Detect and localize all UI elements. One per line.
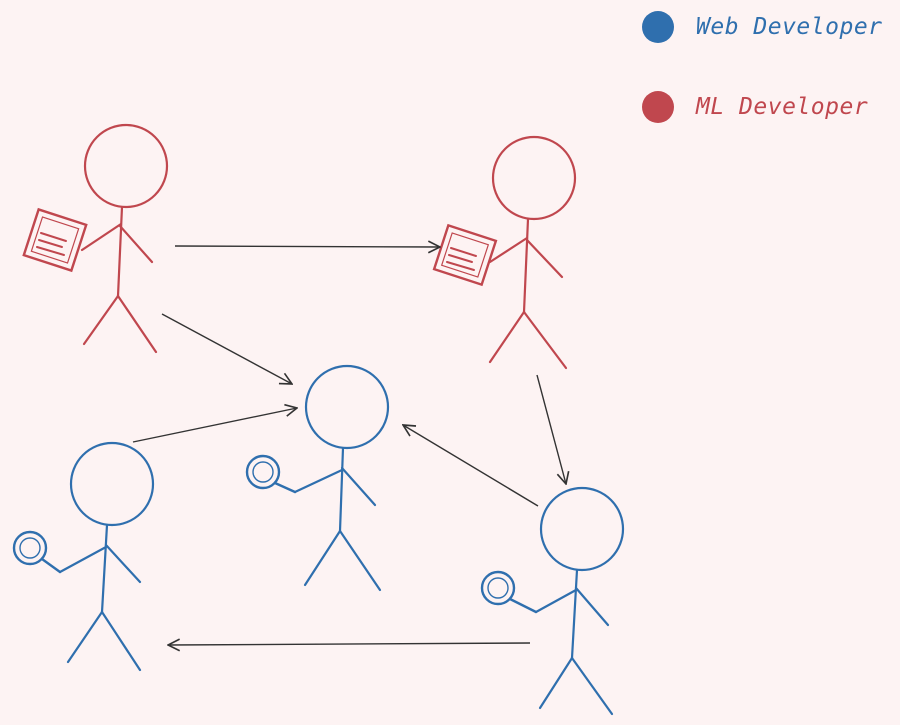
arrow-ml1-to-web-center (161, 313, 292, 384)
legend-ml-developer: ML Developer (642, 91, 868, 123)
document-icon (22, 207, 88, 273)
arrow-web-left-to-web-center (132, 408, 297, 443)
legend-dot-blue-icon (642, 11, 674, 43)
arrow-web-right-to-web-center (403, 425, 539, 507)
web-developer-right (480, 486, 625, 716)
legend-ml-label: ML Developer (696, 94, 869, 120)
web-developer-center (245, 364, 390, 592)
legend-web-label: Web Developer (696, 14, 883, 40)
legend-dot-red-icon (642, 91, 674, 123)
legend-web-developer: Web Developer (642, 11, 883, 43)
arrow-web-right-to-web-left (168, 643, 531, 645)
arrow-ml1-to-ml2 (174, 246, 440, 247)
ml-developer-1 (22, 123, 169, 354)
arrow-ml2-to-web-right (536, 374, 566, 484)
ml-developer-2 (432, 135, 577, 370)
document-icon (432, 223, 498, 287)
magnifier-icon (480, 570, 538, 614)
magnifier-icon (12, 530, 62, 574)
web-developer-left (12, 441, 155, 672)
magnifier-icon (245, 454, 297, 494)
